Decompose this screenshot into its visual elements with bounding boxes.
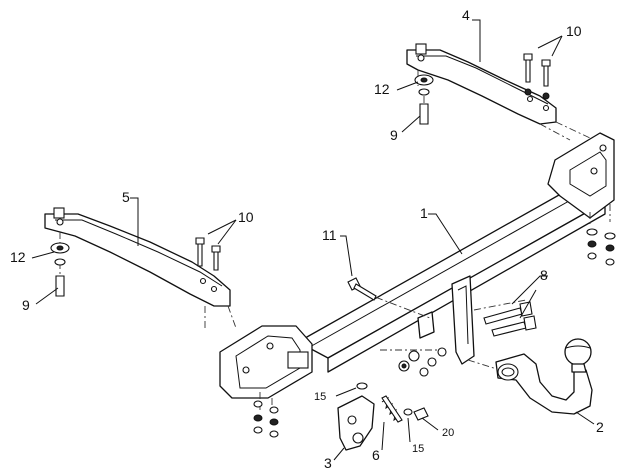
callout-15-right: 15 xyxy=(412,443,424,455)
callout-9-left: 9 xyxy=(22,297,30,313)
callout-4: 4 xyxy=(462,7,470,23)
hook-plate-part-3 xyxy=(337,395,375,451)
assembly-lines xyxy=(59,70,611,412)
washer-spacer-left xyxy=(50,242,70,297)
callout-15-left: 15 xyxy=(314,391,326,403)
towball-part-2 xyxy=(495,338,593,415)
crossbeam-part-1 xyxy=(219,132,615,399)
callout-6: 6 xyxy=(372,447,380,463)
spring-part-6 xyxy=(381,395,403,423)
callout-12-right: 12 xyxy=(374,81,390,97)
bracket-part-5 xyxy=(44,207,237,330)
callout-11: 11 xyxy=(322,227,337,243)
leader-lines xyxy=(31,19,595,461)
nut-stack-right xyxy=(586,228,616,266)
callout-10-right: 10 xyxy=(566,23,582,39)
callout-9-right: 9 xyxy=(390,127,398,143)
washer-nut-15-20 xyxy=(356,382,429,421)
nut-stack-left xyxy=(253,400,279,438)
callout-8: 8 xyxy=(540,267,548,283)
bolt-part-11 xyxy=(347,277,377,301)
callout-10-left: 10 xyxy=(238,209,254,225)
callout-3: 3 xyxy=(324,455,332,471)
callout-12-left: 12 xyxy=(10,249,26,265)
bolts-part-8 xyxy=(483,301,537,337)
callout-labels: 1 2 3 4 5 6 8 9 9 10 10 11 12 12 15 15 2… xyxy=(10,7,604,471)
bolts-part-10-right xyxy=(523,53,551,100)
callout-5: 5 xyxy=(122,189,130,205)
callout-1: 1 xyxy=(420,205,428,221)
socket-hardware xyxy=(398,347,447,377)
bracket-part-4 xyxy=(406,43,591,141)
callout-20: 20 xyxy=(442,427,454,439)
bolts-part-10-left xyxy=(195,237,221,271)
washer-spacer-right xyxy=(414,74,434,125)
callout-2: 2 xyxy=(596,419,604,435)
